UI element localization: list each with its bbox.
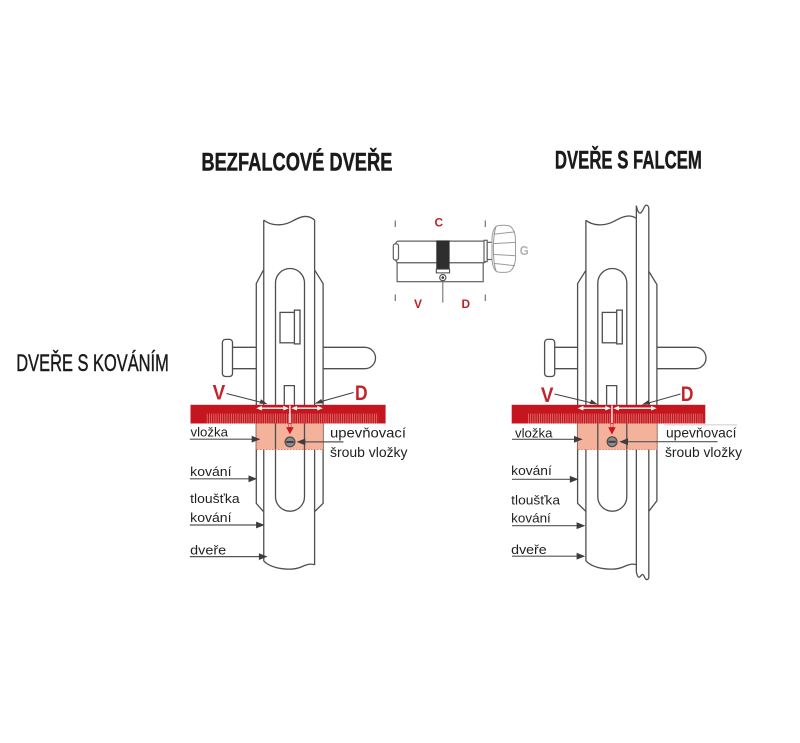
svg-text:upevňovací: upevňovací <box>666 425 737 440</box>
svg-text:šroub vložky: šroub vložky <box>665 445 742 460</box>
svg-text:V: V <box>213 381 226 404</box>
svg-text:BEZFALCOVÉ DVEŘE: BEZFALCOVÉ DVEŘE <box>201 146 392 176</box>
svg-text:dveře: dveře <box>511 542 547 557</box>
svg-text:D: D <box>681 383 694 406</box>
svg-text:tloušťka: tloušťka <box>511 493 561 508</box>
svg-text:D: D <box>462 297 471 311</box>
svg-text:tloušťka: tloušťka <box>190 491 240 506</box>
svg-text:V: V <box>541 384 554 407</box>
svg-text:upevňovací: upevňovací <box>330 425 406 440</box>
svg-text:DVEŘE S KOVÁNÍM: DVEŘE S KOVÁNÍM <box>16 350 169 377</box>
svg-text:kování: kování <box>511 463 552 478</box>
svg-text:C: C <box>435 216 444 230</box>
svg-text:DVEŘE S FALCEM: DVEŘE S FALCEM <box>555 145 702 175</box>
svg-text:vložka: vložka <box>515 426 553 441</box>
svg-text:kování: kování <box>511 511 551 526</box>
svg-text:vložka: vložka <box>191 425 229 440</box>
svg-text:dveře: dveře <box>190 542 226 557</box>
svg-text:V: V <box>414 297 422 311</box>
svg-text:G: G <box>520 244 529 258</box>
svg-text:šroub vložky: šroub vložky <box>330 445 408 460</box>
svg-text:kování: kování <box>190 464 232 479</box>
svg-text:kování: kování <box>190 510 232 525</box>
svg-text:D: D <box>355 382 368 405</box>
